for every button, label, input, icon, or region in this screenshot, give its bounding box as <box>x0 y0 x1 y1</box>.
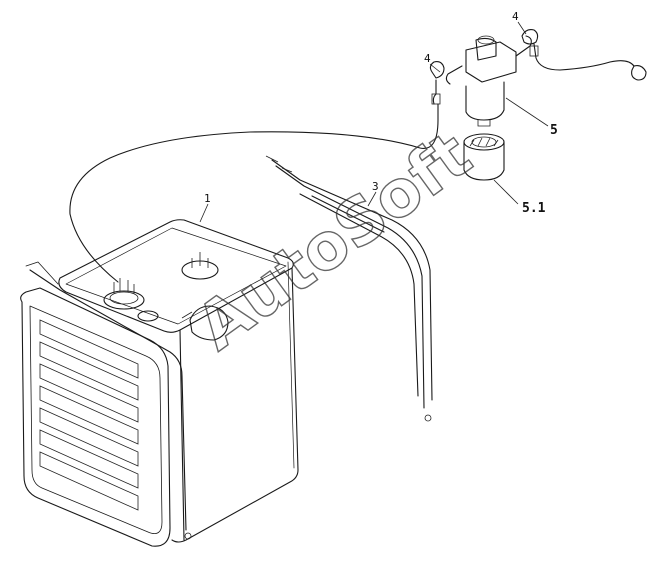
callout-5-1: 5.1 <box>522 201 546 216</box>
watermark: AutoSoft <box>184 118 485 365</box>
sender-unit <box>103 278 145 310</box>
fuel-filter <box>445 35 532 127</box>
fuel-hose <box>69 103 439 283</box>
callout-4-left: 4 <box>424 52 431 65</box>
fitting-right <box>521 29 647 81</box>
fuel-tank <box>20 219 299 547</box>
callout-1: 1 <box>204 192 211 205</box>
filter-cartridge <box>463 133 505 181</box>
leader-lines <box>199 21 549 223</box>
callout-3: 3 <box>372 180 379 193</box>
hose-set <box>265 155 433 422</box>
callout-4-right: 4 <box>512 10 519 23</box>
callout-5: 5 <box>550 123 558 138</box>
fitting-left <box>429 61 445 105</box>
tank-louvers <box>39 319 139 511</box>
